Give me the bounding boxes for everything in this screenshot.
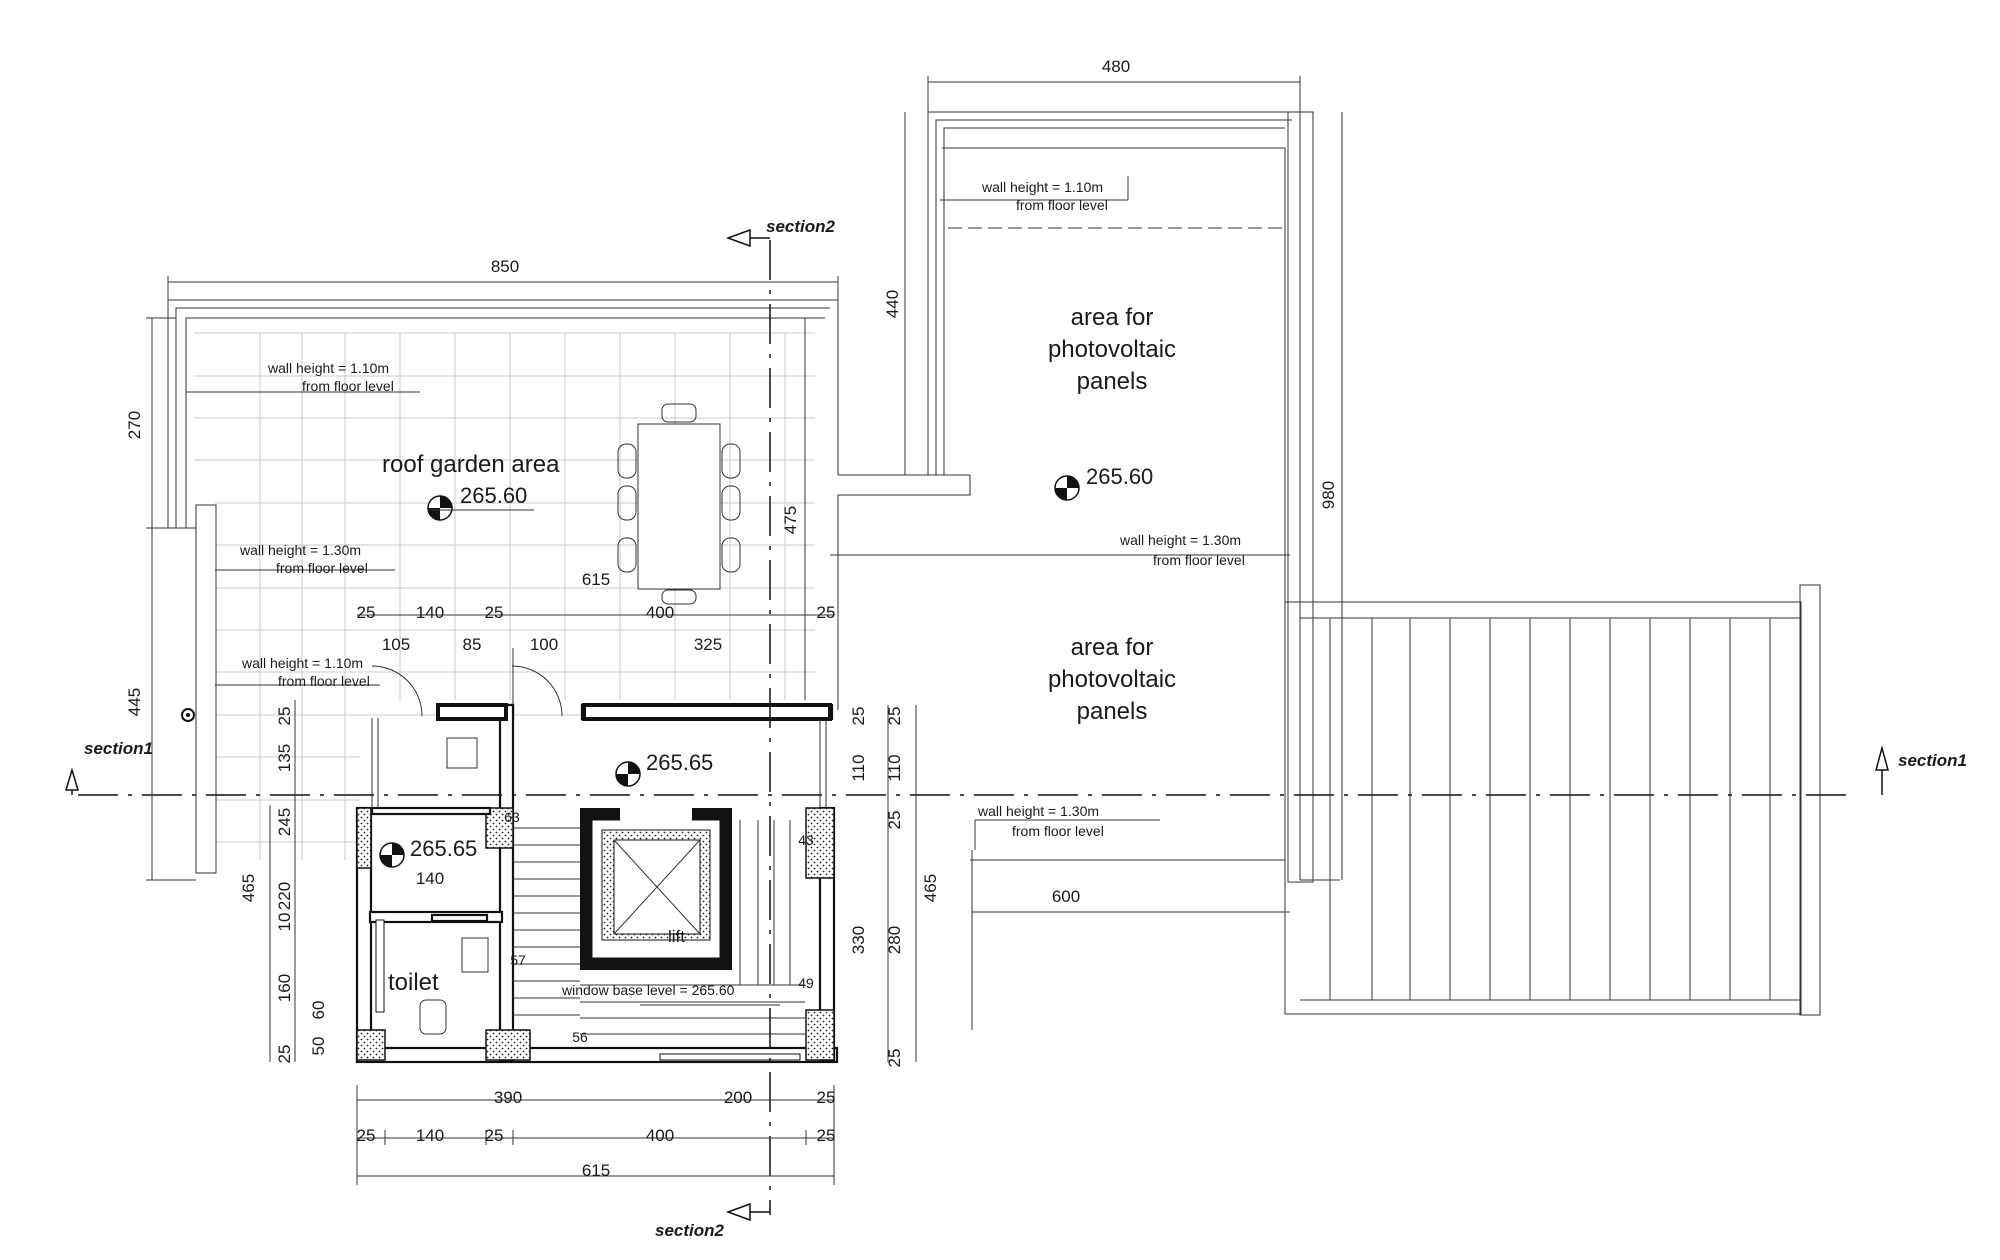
room-label-pv-1-line1: area for	[1071, 304, 1154, 331]
level-label-hall: 265.65	[646, 750, 713, 775]
dim-10: 10	[275, 913, 294, 932]
level-label-toilet: 265.65	[410, 836, 477, 861]
pv-parapet	[927, 111, 1340, 883]
dining-table	[617, 403, 741, 605]
dim-63: 63	[504, 809, 520, 825]
dim-245: 245	[275, 808, 294, 836]
dim-220: 220	[275, 882, 294, 910]
dim-25-right-4: 25	[885, 1049, 904, 1068]
dim-25-a: 25	[357, 603, 376, 622]
dim-43: 43	[798, 832, 814, 848]
room-label-lift: lift	[668, 927, 685, 946]
dim-25-bottom-b: 25	[357, 1126, 376, 1145]
external-stair	[1284, 584, 1821, 1016]
note-pv-wall-height-2: wall height = 1.30m	[1119, 532, 1241, 548]
dim-465-right: 465	[921, 874, 940, 902]
garden-tile-grid	[194, 332, 815, 860]
dim-25-right-2: 25	[885, 707, 904, 726]
room-label-pv-2-line3: panels	[1077, 698, 1148, 725]
room-label-pv-1-line2: photovoltaic	[1048, 336, 1176, 363]
dim-110-b: 110	[885, 754, 904, 781]
dim-25-left-1: 25	[275, 707, 294, 726]
dim-140-bottom: 140	[416, 1126, 444, 1145]
dim-270: 270	[125, 411, 144, 439]
note-stair-wall-height: wall height = 1.30m	[977, 803, 1099, 819]
dim-25-right-1: 25	[849, 707, 868, 726]
section2-label-bottom: section2	[655, 1221, 725, 1240]
dim-325: 325	[694, 635, 722, 654]
level-marker-pv	[1054, 475, 1080, 501]
room-label-roof-garden: roof garden area	[382, 451, 560, 478]
dim-615-mid: 615	[582, 570, 610, 589]
section1-label-right: section1	[1898, 751, 1967, 770]
dim-330: 330	[849, 926, 868, 954]
dim-25-bottom-a: 25	[817, 1088, 836, 1107]
dim-56: 56	[572, 1029, 588, 1045]
dim-57: 57	[510, 952, 526, 968]
dim-50: 50	[309, 1037, 328, 1056]
dim-615-bottom: 615	[582, 1161, 610, 1180]
level-label-garden: 265.60	[460, 483, 527, 508]
level-marker-toilet	[379, 842, 405, 868]
level-marker-hall	[615, 761, 641, 787]
room-label-pv-2-line2: photovoltaic	[1048, 666, 1176, 693]
room-label-pv-1-line3: panels	[1077, 368, 1148, 395]
dim-445: 445	[125, 688, 144, 716]
section2-label-top: section2	[766, 217, 836, 236]
dim-400-a: 400	[646, 603, 674, 622]
dim-160: 160	[275, 974, 294, 1002]
level-marker-garden	[427, 495, 534, 521]
dim-140-a: 140	[416, 603, 444, 622]
note-window-base: window base level = 265.60	[561, 982, 735, 998]
dim-25-b: 25	[485, 603, 504, 622]
dim-400-bottom: 400	[646, 1126, 674, 1145]
dim-105: 105	[382, 635, 410, 654]
note-pv-from-floor-2: from floor level	[1153, 552, 1245, 568]
level-label-pv: 265.60	[1086, 464, 1153, 489]
dim-480: 480	[1102, 57, 1130, 76]
section1-label-left: section1	[84, 739, 153, 758]
dim-850: 850	[491, 257, 519, 276]
note-garden-wall-height-2: wall height = 1.30m	[239, 542, 361, 558]
note-garden-wall-height-1: wall height = 1.10m	[267, 360, 389, 376]
dim-200: 200	[724, 1088, 752, 1107]
dim-25-c: 25	[817, 603, 836, 622]
dim-390: 390	[494, 1088, 522, 1107]
dim-140-toilet: 140	[416, 869, 444, 888]
dim-600: 600	[1052, 887, 1080, 906]
dim-475: 475	[781, 506, 800, 534]
note-garden-from-floor-1: from floor level	[302, 378, 394, 394]
room-label-toilet: toilet	[388, 969, 439, 996]
dim-25-right-3: 25	[885, 811, 904, 830]
dim-100: 100	[530, 635, 558, 654]
section-lines	[64, 228, 1889, 1222]
building-core	[355, 648, 839, 1064]
note-pv-from-floor: from floor level	[1016, 197, 1108, 213]
dim-440: 440	[883, 290, 902, 318]
dim-85: 85	[463, 635, 482, 654]
note-garden-from-floor-2: from floor level	[276, 560, 368, 576]
dim-25-left-2: 25	[275, 1045, 294, 1064]
dim-980: 980	[1319, 481, 1338, 509]
garden-parapet	[167, 299, 971, 874]
dim-60: 60	[309, 1001, 328, 1020]
dimension-lines	[146, 76, 1343, 1185]
note-garden-from-floor-3: from floor level	[278, 673, 370, 689]
room-label-pv-2-line1: area for	[1071, 634, 1154, 661]
dim-135: 135	[275, 744, 294, 772]
dim-49: 49	[798, 975, 814, 991]
dim-25-bottom-c: 25	[485, 1126, 504, 1145]
note-pv-wall-height: wall height = 1.10m	[981, 179, 1103, 195]
dim-465-left: 465	[239, 874, 258, 902]
dim-25-bottom-d: 25	[817, 1126, 836, 1145]
dim-110-a: 110	[849, 754, 868, 781]
note-stair-from-floor: from floor level	[1012, 823, 1104, 839]
note-garden-wall-height-3: wall height = 1.10m	[241, 655, 363, 671]
dim-280: 280	[885, 926, 904, 954]
